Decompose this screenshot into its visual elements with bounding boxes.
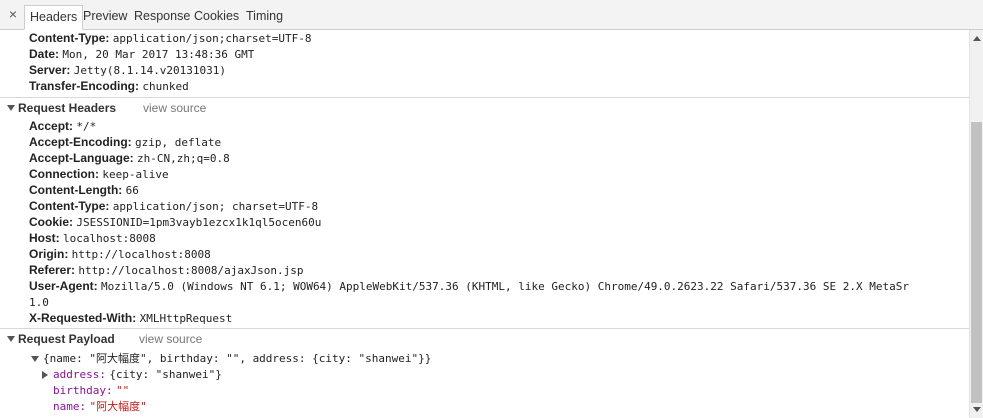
header-name: Accept: bbox=[29, 119, 74, 133]
tab-response[interactable]: Response bbox=[134, 9, 191, 23]
header-value: JSESSIONID=1pm3vayb1ezcx1k1ql5ocen60u bbox=[76, 216, 322, 229]
vertical-scrollbar[interactable] bbox=[969, 30, 983, 418]
payload-value: "" bbox=[115, 384, 130, 397]
response-header-row: Date: Mon, 20 Mar 2017 13:48:36 GMT bbox=[29, 46, 254, 62]
request-payload-section-header[interactable]: Request Payload view source bbox=[0, 328, 969, 348]
payload-name-row: name: "阿大幅度" bbox=[53, 398, 147, 414]
payload-birthday-row: birthday: "" bbox=[53, 382, 129, 398]
response-header-row: Server: Jetty(8.1.14.v20131031) bbox=[29, 62, 226, 78]
header-value: gzip, deflate bbox=[135, 136, 222, 149]
header-name: Accept-Encoding: bbox=[29, 135, 132, 149]
payload-address-row[interactable]: address: {city: "shanwei"} bbox=[42, 366, 222, 382]
header-name: X-Requested-With: bbox=[29, 311, 137, 325]
header-name: Content-Type: bbox=[29, 31, 110, 45]
header-value-continuation: 1.0 bbox=[29, 296, 49, 309]
payload-object-summary[interactable]: {name: "阿大幅度", birthday: "", address: {c… bbox=[31, 350, 431, 366]
payload-summary-text: {name: "阿大幅度", birthday: "", address: {c… bbox=[43, 352, 432, 365]
payload-value: "阿大幅度" bbox=[89, 400, 147, 413]
view-source-link[interactable]: view source bbox=[143, 101, 207, 115]
scrollbar-thumb[interactable] bbox=[971, 122, 982, 403]
payload-key: birthday: bbox=[53, 384, 113, 397]
request-header-row-continuation: 1.0 bbox=[29, 294, 49, 310]
request-header-row: Accept-Encoding: gzip, deflate bbox=[29, 134, 221, 150]
header-value: application/json; charset=UTF-8 bbox=[112, 200, 319, 213]
header-name: Content-Type: bbox=[29, 199, 110, 213]
request-header-row: Accept: */* bbox=[29, 118, 96, 134]
request-header-row: Content-Type: application/json; charset=… bbox=[29, 198, 318, 214]
expand-arrow-icon[interactable] bbox=[31, 355, 39, 362]
request-header-row: Connection: keep-alive bbox=[29, 166, 169, 182]
header-name: Content-Length: bbox=[29, 183, 123, 197]
header-value: */* bbox=[76, 120, 97, 133]
close-icon[interactable]: × bbox=[8, 6, 18, 22]
header-name: Server: bbox=[29, 63, 71, 77]
header-value: zh-CN,zh;q=0.8 bbox=[137, 152, 230, 165]
payload-value: {city: "shanwei"} bbox=[109, 368, 222, 381]
header-name: Transfer-Encoding: bbox=[29, 79, 140, 93]
header-value: Mozilla/5.0 (Windows NT 6.1; WOW64) Appl… bbox=[101, 280, 909, 293]
section-title: Request Headers bbox=[18, 101, 117, 115]
header-value: keep-alive bbox=[102, 168, 169, 181]
request-header-row: Host: localhost:8008 bbox=[29, 230, 156, 246]
header-name: User-Agent: bbox=[29, 279, 98, 293]
header-value: application/json;charset=UTF-8 bbox=[112, 32, 312, 45]
tab-bar: × Headers Preview Response Cookies Timin… bbox=[0, 0, 983, 30]
header-value: Jetty(8.1.14.v20131031) bbox=[73, 64, 227, 77]
header-value: localhost:8008 bbox=[63, 232, 156, 245]
header-name: Referer: bbox=[29, 263, 76, 277]
tab-cookies[interactable]: Cookies bbox=[194, 9, 240, 23]
header-value: XMLHttpRequest bbox=[139, 312, 233, 325]
header-name: Date: bbox=[29, 47, 60, 61]
payload-key: name: bbox=[53, 400, 87, 413]
response-header-row: Transfer-Encoding: chunked bbox=[29, 78, 189, 94]
request-headers-section-header[interactable]: Request Headers view source bbox=[0, 97, 969, 117]
request-header-row: Cookie: JSESSIONID=1pm3vayb1ezcx1k1ql5oc… bbox=[29, 214, 321, 230]
tab-headers[interactable]: Headers bbox=[24, 5, 84, 30]
header-name: Host: bbox=[29, 231, 60, 245]
header-value: 66 bbox=[125, 184, 139, 197]
headers-panel: Content-Type: application/json;charset=U… bbox=[0, 30, 969, 418]
header-value: http://localhost:8008 bbox=[71, 248, 211, 261]
request-header-row: Content-Length: 66 bbox=[29, 182, 139, 198]
header-value: http://localhost:8008/ajaxJson.jsp bbox=[78, 264, 304, 277]
payload-key: address: bbox=[53, 368, 106, 381]
header-value: Mon, 20 Mar 2017 13:48:36 GMT bbox=[62, 48, 255, 61]
header-name: Origin: bbox=[29, 247, 69, 261]
section-title: Request Payload bbox=[18, 332, 115, 346]
header-name: Accept-Language: bbox=[29, 151, 134, 165]
response-header-row: Content-Type: application/json;charset=U… bbox=[29, 30, 311, 46]
expand-arrow-icon[interactable] bbox=[42, 370, 48, 379]
request-header-row: Accept-Language: zh-CN,zh;q=0.8 bbox=[29, 150, 230, 166]
header-value: chunked bbox=[142, 80, 189, 93]
collapse-arrow-icon[interactable] bbox=[7, 336, 15, 342]
view-source-link[interactable]: view source bbox=[139, 332, 203, 346]
request-header-row: X-Requested-With: XMLHttpRequest bbox=[29, 310, 232, 326]
request-header-row: User-Agent: Mozilla/5.0 (Windows NT 6.1;… bbox=[29, 278, 909, 294]
tab-timing[interactable]: Timing bbox=[246, 9, 284, 23]
tab-preview[interactable]: Preview bbox=[83, 9, 128, 23]
scroll-down-arrow-icon[interactable] bbox=[973, 407, 981, 412]
request-header-row: Referer: http://localhost:8008/ajaxJson.… bbox=[29, 262, 304, 278]
collapse-arrow-icon[interactable] bbox=[7, 105, 15, 111]
header-name: Cookie: bbox=[29, 215, 74, 229]
request-header-row: Origin: http://localhost:8008 bbox=[29, 246, 211, 262]
scroll-up-arrow-icon[interactable] bbox=[973, 36, 981, 41]
header-name: Connection: bbox=[29, 167, 99, 181]
